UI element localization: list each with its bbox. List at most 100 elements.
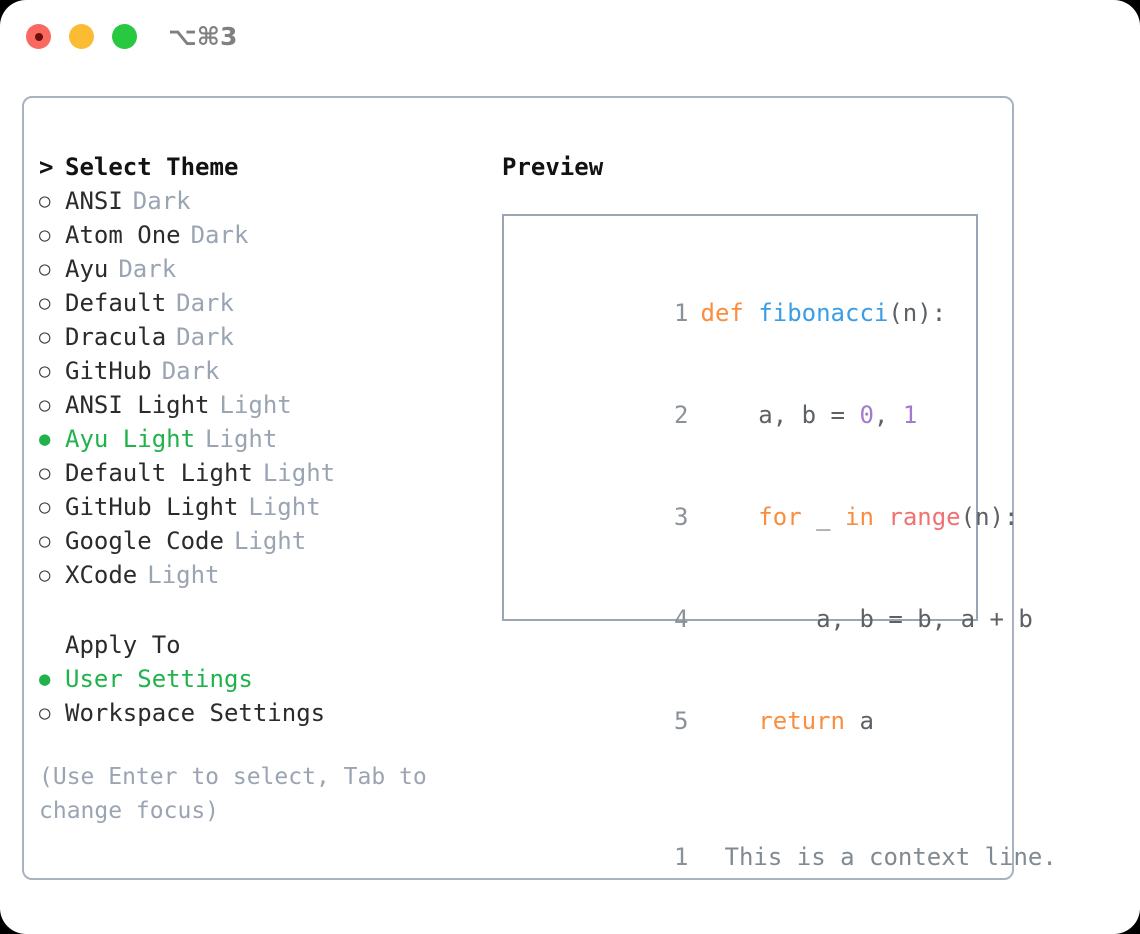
code-token: , bbox=[873, 401, 903, 429]
main-panel: > Select Theme ○ ANSI Dark ○ Atom One Da… bbox=[22, 96, 1057, 880]
theme-item-github-light[interactable]: ○ GitHub Light Light bbox=[39, 490, 469, 524]
theme-variant: Dark bbox=[161, 357, 220, 385]
line-number: 4 bbox=[674, 605, 689, 633]
code-token: a, b = bbox=[700, 401, 860, 429]
radio-unselected-icon[interactable]: ○ bbox=[39, 190, 51, 212]
theme-variant: Light bbox=[248, 493, 321, 521]
theme-name: Ayu bbox=[65, 255, 109, 283]
theme-item-google-code[interactable]: ○ Google Code Light bbox=[39, 524, 469, 558]
code-line: 3 for _ in range(n): bbox=[522, 466, 1018, 568]
theme-item-ayu-light[interactable]: ● Ayu Light Light bbox=[39, 422, 469, 456]
code-token: def bbox=[700, 299, 744, 327]
theme-variant: Dark bbox=[176, 323, 234, 351]
theme-name: Dracula bbox=[65, 323, 167, 351]
diff-line-deleted: 2-This line was deleted. bbox=[522, 908, 976, 934]
code-token: for bbox=[758, 503, 802, 531]
code-token: 0 bbox=[859, 401, 874, 429]
theme-item-atom-one[interactable]: ○ Atom One Dark bbox=[39, 218, 469, 252]
code-token bbox=[701, 707, 759, 735]
theme-name: Default Light bbox=[65, 459, 253, 487]
radio-unselected-icon[interactable]: ○ bbox=[39, 258, 51, 280]
code-token: range bbox=[888, 503, 961, 531]
radio-unselected-icon[interactable]: ○ bbox=[39, 394, 51, 416]
radio-selected-icon[interactable]: ● bbox=[39, 668, 51, 690]
line-number: 3 bbox=[674, 503, 689, 531]
code-token: fibonacci bbox=[758, 299, 889, 327]
code-token: 1 bbox=[902, 401, 918, 429]
theme-name: GitHub bbox=[65, 357, 152, 385]
theme-name: Default bbox=[65, 289, 167, 317]
radio-selected-icon[interactable]: ● bbox=[39, 428, 51, 450]
code-token: in bbox=[845, 503, 874, 531]
theme-item-github[interactable]: ○ GitHub Dark bbox=[39, 354, 469, 388]
apply-to-option-label: User Settings bbox=[65, 665, 253, 693]
theme-variant: Dark bbox=[132, 187, 191, 215]
apply-to-user-settings[interactable]: ● User Settings bbox=[39, 662, 469, 696]
theme-variant: Light bbox=[219, 391, 292, 419]
theme-variant: Dark bbox=[190, 221, 249, 249]
theme-name: XCode bbox=[65, 561, 138, 589]
close-button[interactable] bbox=[26, 24, 51, 49]
radio-unselected-icon[interactable]: ○ bbox=[39, 462, 51, 484]
keyboard-hint-text: (Use Enter to select, Tab to change focu… bbox=[39, 764, 427, 824]
apply-to-option-label: Workspace Settings bbox=[65, 699, 326, 727]
radio-unselected-icon[interactable]: ○ bbox=[39, 292, 51, 314]
theme-item-dracula[interactable]: ○ Dracula Dark bbox=[39, 320, 469, 354]
theme-name: Ayu Light bbox=[65, 425, 196, 453]
theme-variant: Dark bbox=[176, 289, 234, 317]
code-token: return bbox=[758, 707, 845, 735]
theme-item-ayu[interactable]: ○ Ayu Dark bbox=[39, 252, 469, 286]
section-spacer bbox=[39, 592, 469, 628]
line-number: 2 bbox=[674, 401, 689, 429]
theme-item-ansi[interactable]: ○ ANSI Dark bbox=[39, 184, 469, 218]
cursor-placeholder-icon bbox=[39, 628, 65, 662]
apply-to-workspace-settings[interactable]: ○ Workspace Settings bbox=[39, 696, 469, 730]
radio-unselected-icon[interactable]: ○ bbox=[39, 530, 51, 552]
theme-item-ansi-light[interactable]: ○ ANSI Light Light bbox=[39, 388, 469, 422]
code-token bbox=[701, 503, 759, 531]
preview-title: Preview bbox=[502, 153, 604, 181]
maximize-button[interactable] bbox=[112, 24, 137, 49]
diff-spacer bbox=[522, 772, 976, 806]
minimize-button[interactable] bbox=[69, 24, 94, 49]
radio-unselected-icon[interactable]: ○ bbox=[39, 702, 51, 724]
radio-unselected-icon[interactable]: ○ bbox=[39, 360, 51, 382]
title-bar: ⌥⌘3 bbox=[0, 0, 1140, 78]
code-token: (n): bbox=[888, 299, 947, 327]
radio-unselected-icon[interactable]: ○ bbox=[39, 496, 51, 518]
cursor-arrow-icon: > bbox=[39, 153, 54, 181]
theme-variant: Light bbox=[262, 459, 336, 487]
theme-item-default[interactable]: ○ Default Dark bbox=[39, 286, 469, 320]
radio-unselected-icon[interactable]: ○ bbox=[39, 326, 51, 348]
radio-unselected-icon[interactable]: ○ bbox=[39, 224, 51, 246]
theme-name: GitHub Light bbox=[65, 493, 239, 521]
diff-text: This is a context line. bbox=[724, 843, 1057, 871]
theme-variant: Light bbox=[205, 425, 278, 453]
theme-picker-column: > Select Theme ○ ANSI Dark ○ Atom One Da… bbox=[39, 150, 469, 828]
code-token: _ bbox=[801, 503, 846, 531]
theme-item-xcode[interactable]: ○ XCode Light bbox=[39, 558, 469, 592]
code-line: 1 def fibonacci(n): bbox=[522, 262, 976, 364]
theme-name: ANSI Light bbox=[65, 391, 210, 419]
diff-marker bbox=[701, 840, 725, 874]
line-number: 5 bbox=[674, 707, 689, 735]
theme-name: ANSI bbox=[65, 187, 123, 215]
line-number: 1 bbox=[674, 299, 689, 327]
theme-name: Atom One bbox=[65, 221, 181, 249]
theme-item-default-light[interactable]: ○ Default Light Light bbox=[39, 456, 469, 490]
code-token bbox=[874, 503, 888, 531]
diff-line-context: 1 This is a context line. bbox=[522, 806, 1057, 908]
code-token bbox=[744, 299, 758, 327]
theme-variant: Light bbox=[233, 527, 307, 555]
radio-unselected-icon[interactable]: ○ bbox=[39, 564, 51, 586]
theme-variant: Light bbox=[147, 561, 220, 589]
traffic-lights bbox=[26, 24, 137, 49]
code-token: (n): bbox=[960, 503, 1019, 531]
code-token: a bbox=[845, 707, 874, 735]
apply-to-header: Apply To bbox=[39, 628, 469, 662]
select-theme-header: > Select Theme bbox=[39, 150, 469, 184]
apply-to-label: Apply To bbox=[65, 631, 181, 659]
